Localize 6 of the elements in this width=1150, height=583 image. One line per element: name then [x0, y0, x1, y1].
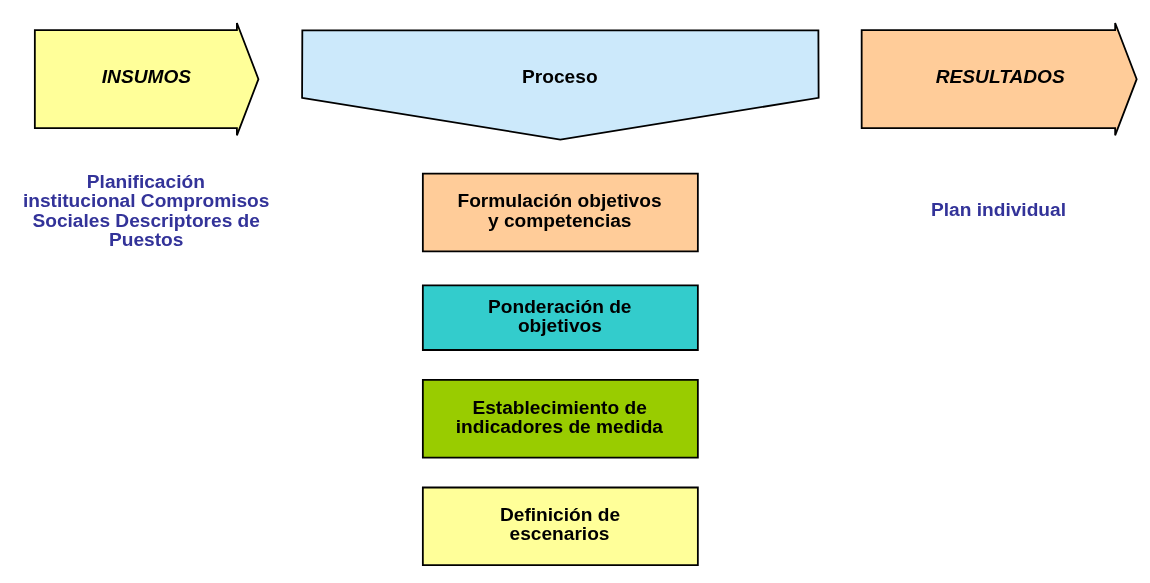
node-label: Plan individual — [931, 198, 1066, 220]
node-box: Ponderación de objetivos — [421, 284, 699, 351]
node-box: Definición de escenarios — [421, 486, 699, 566]
node-label: Planificación institucional Compromisos Sociales Descriptores de Puestos — [22, 170, 270, 250]
node-box: Formulación objetivos y competencias — [421, 172, 699, 252]
node-box: Establecimiento de indicadores de medida — [421, 378, 699, 458]
